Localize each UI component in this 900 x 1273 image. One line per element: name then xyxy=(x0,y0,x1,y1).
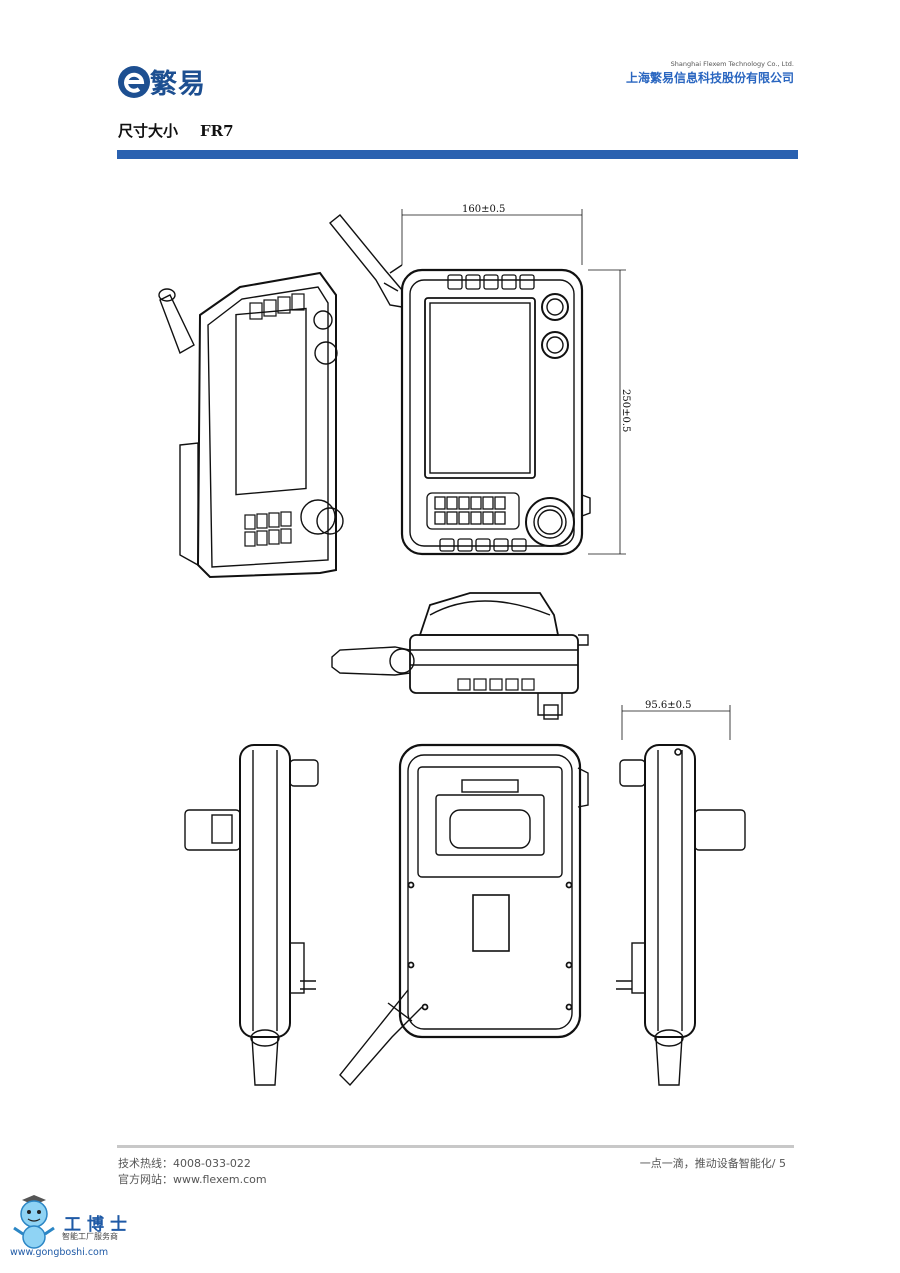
dimension-height-label: 250±0.5 xyxy=(620,389,631,432)
dimension-width-label: 160±0.5 xyxy=(462,204,505,215)
logo-text: 繁易 xyxy=(150,69,206,100)
right-side-view xyxy=(616,705,746,1086)
section-title-text: 尺寸大小 xyxy=(118,122,179,140)
left-side-view xyxy=(184,744,319,1086)
watermark-tagline: 智能工厂服务商 xyxy=(62,1232,118,1241)
watermark-url[interactable]: www.gongboshi.com xyxy=(10,1247,109,1258)
company-name-cn: 上海繁易信息科技股份有限公司 xyxy=(625,71,794,85)
footer-slogan: 一点一滴，推动设备智能化/ 5 xyxy=(639,1157,786,1170)
title-bar xyxy=(117,150,798,159)
footer-website[interactable]: 官方网站：www.flexem.com xyxy=(118,1173,267,1186)
footer-hotline: 技术热线：4008-033-022 xyxy=(118,1157,251,1170)
top-view xyxy=(331,592,589,720)
section-title: 尺寸大小 FR7 xyxy=(118,120,234,141)
company-name-en: Shanghai Flexem Technology Co., Ltd. xyxy=(670,60,794,68)
perspective-view xyxy=(158,271,344,579)
dimension-depth-label: 95.6±0.5 xyxy=(645,700,692,711)
flexem-logo-icon xyxy=(118,66,150,98)
footer-rule xyxy=(117,1145,794,1148)
model-name: FR7 xyxy=(200,122,234,140)
watermark-brand: 工博士 xyxy=(64,1215,133,1235)
mascot-icon xyxy=(13,1195,55,1249)
front-view xyxy=(329,209,626,556)
dimension-drawing: 160±0.5 250±0.5 95.6±0.5 xyxy=(158,204,746,1087)
back-view xyxy=(339,743,589,1087)
